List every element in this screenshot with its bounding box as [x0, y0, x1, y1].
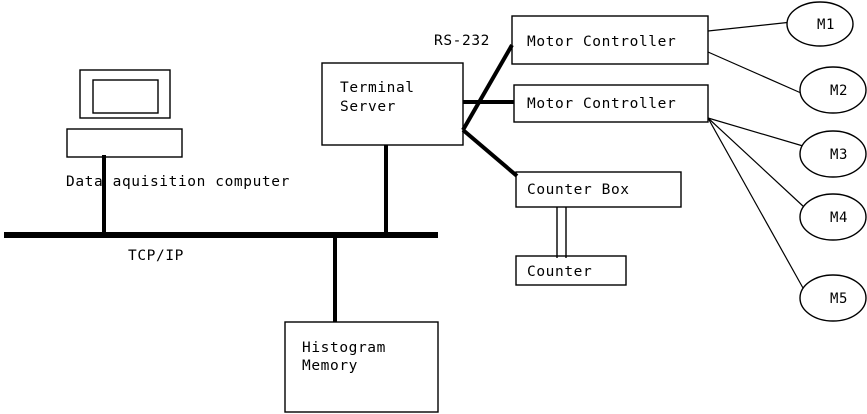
motor-controller-2-label: Motor Controller — [527, 96, 676, 112]
motor-m4-ellipse — [799, 193, 867, 241]
motor-m3-label: M3 — [830, 147, 848, 163]
motor-controller-2-to-m3-link — [707, 117, 804, 147]
motor-m4-label: M4 — [830, 210, 848, 226]
histogram-memory-label-line1: Histogram — [302, 340, 386, 356]
terminal-server-label-line2: Server — [340, 99, 396, 115]
rs-232-link-label: RS-232 — [434, 33, 490, 49]
histogram-memory-box — [284, 321, 439, 413]
monitor-screen — [92, 79, 159, 114]
terminal-server-box — [321, 62, 464, 146]
motor-controller-2-to-m4-link — [707, 117, 805, 208]
motor-m3-ellipse — [799, 130, 867, 178]
motor-controller-1-label: Motor Controller — [527, 34, 676, 50]
tcp-ip-bus-label: TCP/IP — [128, 248, 184, 264]
motor-m5-ellipse — [799, 274, 867, 322]
motor-m2-label: M2 — [830, 83, 848, 99]
histogram-memory-label-line2: Memory — [302, 358, 358, 374]
counter-box — [515, 255, 627, 286]
counter-box-label: Counter Box — [527, 182, 630, 198]
keyboard-base-unit — [66, 128, 183, 158]
motor-controller-1-box — [511, 15, 709, 65]
motor-controller-1-to-m2-link — [707, 51, 802, 94]
motor-m1-label: M1 — [817, 17, 835, 33]
data-acquisition-computer-label: Data aquisition computer — [66, 174, 290, 190]
counter-box-box — [515, 171, 682, 208]
motor-m2-ellipse — [799, 66, 867, 114]
motor-m1-ellipse — [786, 1, 854, 47]
terminal-server-to-motor-controller-1-link — [461, 44, 514, 131]
terminal-server-label-line1: Terminal — [340, 80, 415, 96]
motor-controller-2-to-m5-link — [707, 117, 804, 289]
terminal-server-to-counter-box-link — [461, 128, 519, 178]
motor-controller-1-to-m1-link — [707, 21, 793, 32]
counter-label: Counter — [527, 264, 592, 280]
motor-m5-label: M5 — [830, 291, 848, 307]
